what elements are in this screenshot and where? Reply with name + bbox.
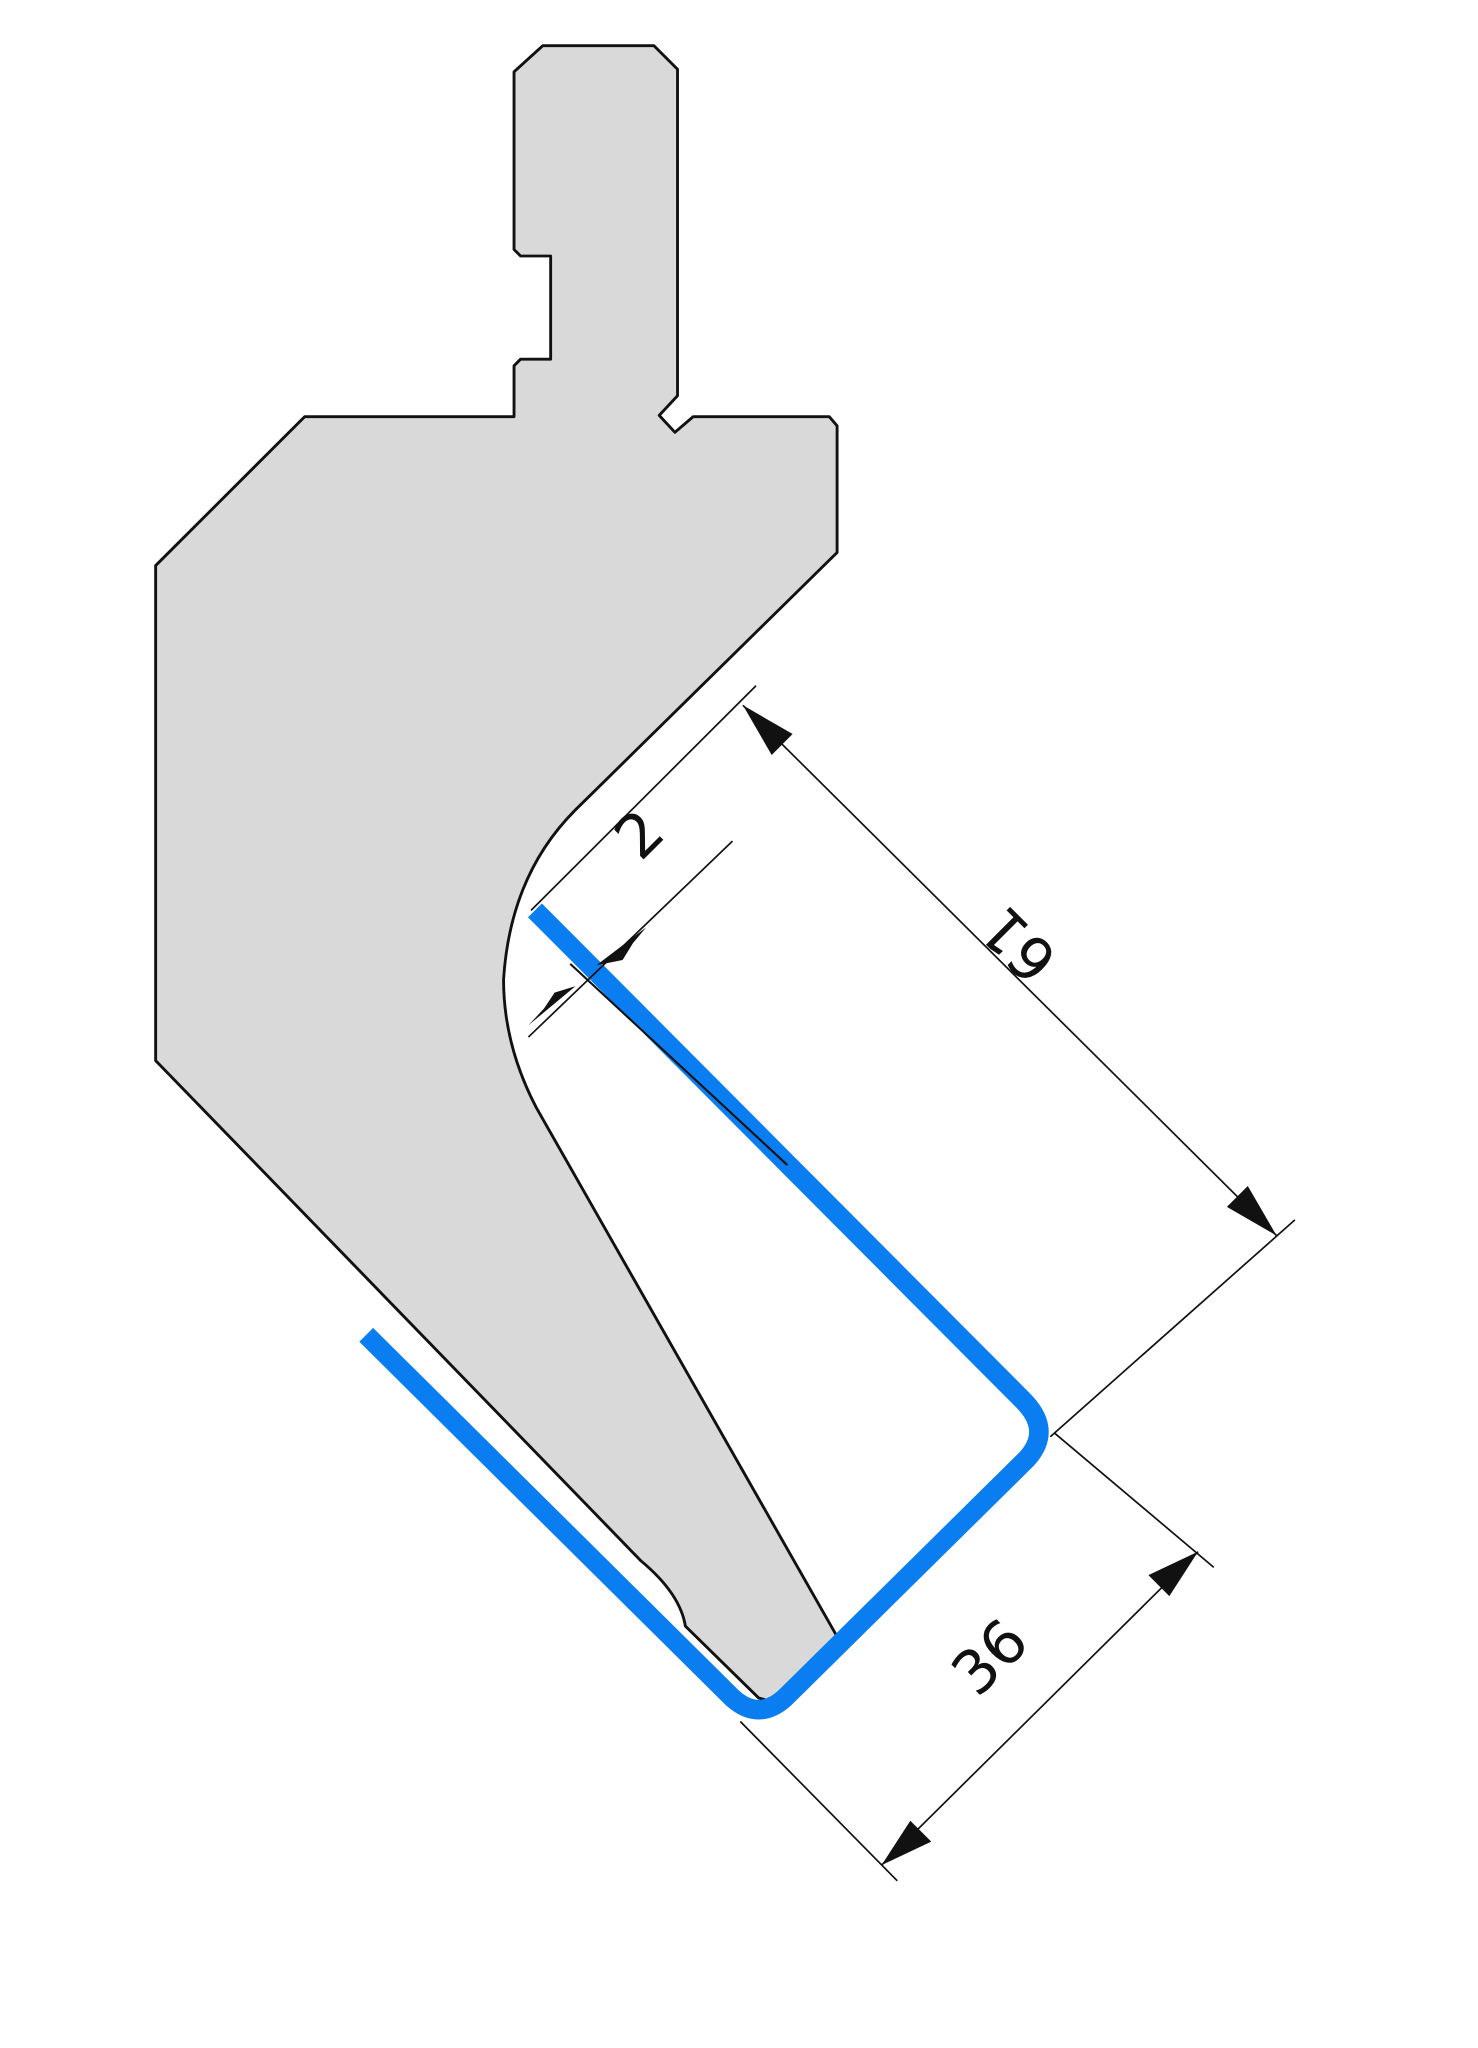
dimension-61	[530, 685, 1296, 1438]
sheet-inner-line	[569, 963, 789, 1166]
arrowhead-icon	[596, 927, 647, 966]
arrowhead-icon	[742, 705, 793, 755]
dimension-2	[527, 840, 734, 1038]
dimension-label-61: 61	[967, 892, 1071, 996]
punch-tool-body	[154, 44, 839, 1706]
dimension-label-2: 2	[602, 797, 679, 873]
arrowhead-icon	[1226, 1185, 1277, 1236]
arrowhead-icon	[881, 1820, 932, 1866]
arrowhead-icon	[528, 986, 576, 1026]
dimension-label-36: 36	[939, 1606, 1043, 1710]
workpiece-sheet	[359, 903, 1049, 1720]
dimension-36	[739, 1432, 1215, 1882]
arrowhead-icon	[1148, 1551, 1199, 1597]
